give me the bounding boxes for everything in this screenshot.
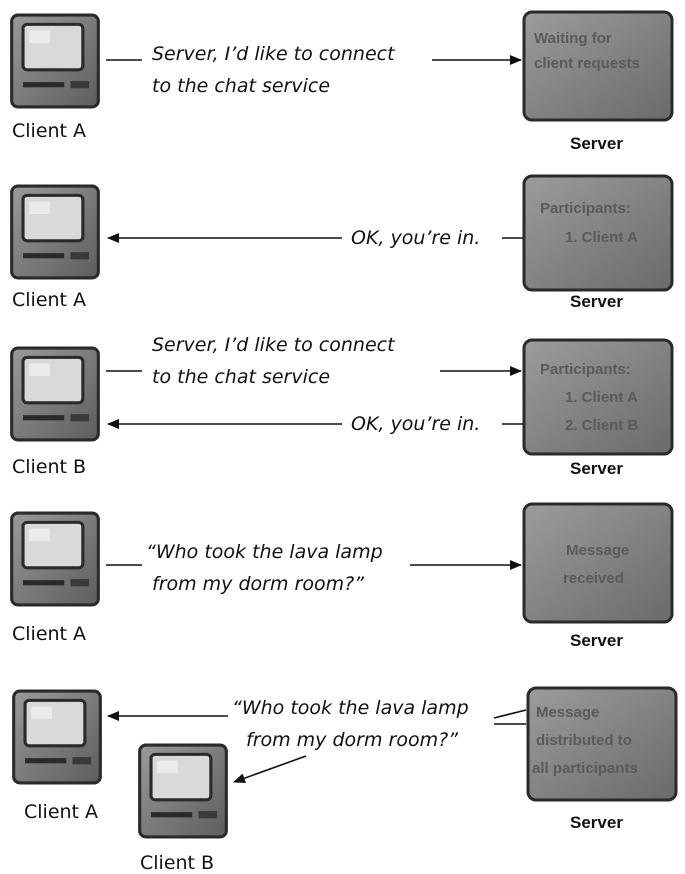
server-box [522,10,674,122]
request-message-line-2: to the chat service [152,366,330,388]
client-label: Client B [12,456,86,478]
server-tick-1 [493,709,527,719]
client-a-computer-icon [12,689,102,785]
request-message-line-1: Server, I’d like to connect [152,334,396,356]
client-label: Client A [12,120,86,142]
server-box-line-1: Participants: [540,200,631,217]
distribute-arrow-client-b [233,755,307,783]
server-box-line-2: client requests [534,55,640,72]
server-box-line-1: Message [566,542,629,559]
chat-message-line-2: from my dorm room?” [152,573,364,595]
chat-message-line-1: “Who took the lava lamp [146,541,383,563]
client-label: Client A [12,289,86,311]
server-label: Server [570,631,623,650]
server-box-line-2: 1. Client A [565,389,638,406]
step-3: Client B Server, I’d like to connect to … [10,334,674,478]
client-a-computer-icon [10,511,100,607]
request-message-line-2: to the chat service [152,75,330,97]
server-label: Server [570,292,623,311]
response-message: OK, you’re in. [351,227,480,249]
step-4: Client A “Who took the lava lamp from my… [10,502,674,650]
client-b-computer-icon [138,743,228,839]
server-box-line-3: all participants [532,760,638,777]
server-box-line-1: Participants: [540,361,631,378]
server-label: Server [570,134,623,153]
client-label: Client A [12,623,86,645]
server-box [522,502,674,624]
server-label: Server [570,813,623,832]
chat-message-line-2: from my dorm room?” [246,729,458,751]
chat-message-line-1: “Who took the lava lamp [232,697,469,719]
client-b-computer-icon [10,346,100,442]
client-a-computer-icon [10,184,100,280]
client-a-label: Client A [24,801,98,823]
request-message-line-1: Server, I’d like to connect [152,43,396,65]
response-message: OK, you’re in. [351,413,480,435]
client-b-label: Client B [140,852,214,874]
step-1: Client A Server, I’d like to connect to … [10,10,674,153]
server-label: Server [570,459,623,478]
server-box [526,686,678,802]
server-box-line-3: 2. Client B [565,417,639,434]
server-box [522,338,674,456]
server-box-line-2: distributed to [536,732,632,749]
server-box-line-1: Message [536,704,599,721]
server-box-line-2: received [563,570,624,587]
step-5: Client A Client B “Who took the lava lam… [12,686,678,874]
client-a-computer-icon [10,13,100,109]
server-box [522,174,674,292]
step-2: Client A OK, you’re in. Participants: 1.… [10,174,674,311]
server-box-line-1: Waiting for [534,30,612,47]
server-box-line-2: 1. Client A [565,229,638,246]
